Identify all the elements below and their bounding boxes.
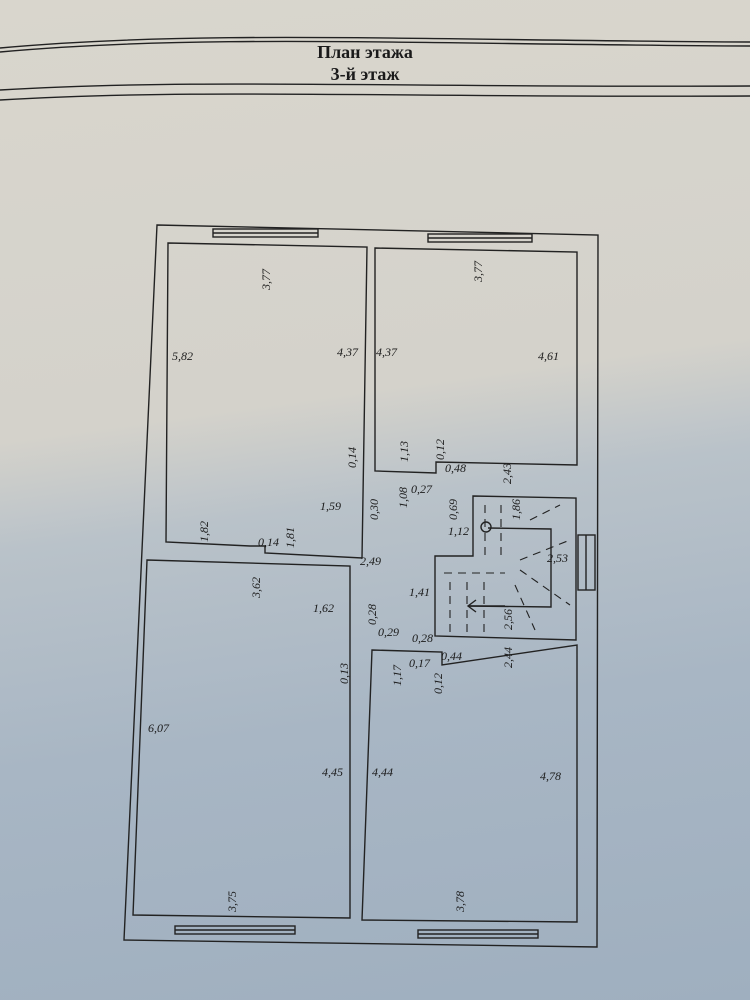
- dim-label: 3,78: [453, 891, 467, 913]
- dim-label: 4,45: [322, 765, 343, 779]
- dim-label: 1,13: [397, 441, 411, 462]
- dim-label: 4,78: [540, 769, 561, 783]
- dim-label: 2,43: [500, 463, 514, 484]
- dim-label: 4,37: [337, 345, 359, 359]
- dim-label: 4,61: [538, 349, 559, 363]
- dim-label: 0,28: [365, 604, 379, 625]
- dim-label: 3,77: [471, 260, 485, 283]
- stair-landing: [467, 527, 552, 608]
- dim-label: 0,27: [411, 482, 433, 496]
- room-bottom-left-dimensions: 3,62 6,07 4,45 3,75: [148, 577, 343, 913]
- dim-label: 5,82: [172, 349, 193, 363]
- dim-label: 2,56: [501, 609, 515, 630]
- dim-label: 3,77: [259, 268, 273, 291]
- room-bottom-right-dimensions: 4,44 4,78 3,78: [372, 765, 561, 913]
- dim-label: 2,49: [360, 554, 381, 568]
- stair-arrow-icon: [466, 599, 505, 613]
- plan-title: План этажа: [317, 42, 413, 62]
- windows: [174, 228, 596, 939]
- dim-label: 1,12: [448, 524, 469, 538]
- dim-label: 1,86: [509, 499, 523, 520]
- room-top-right: [374, 247, 578, 474]
- dim-label: 0,12: [431, 673, 445, 694]
- stair-well: [434, 495, 577, 641]
- dim-label: 0,28: [412, 631, 433, 645]
- room-top-right-dimensions: 3,77 4,37 4,61 1,13 0,12 0,48 2,43: [376, 260, 559, 484]
- dim-label: 1,59: [320, 499, 341, 513]
- dim-label: 6,07: [148, 721, 170, 735]
- dim-label: 0,14: [258, 535, 279, 549]
- dim-label: 0,48: [445, 461, 466, 475]
- dim-label: 0,69: [446, 499, 460, 520]
- dim-label: 0,14: [345, 447, 359, 468]
- room-top-left-dimensions: 3,77 5,82 4,37 1,82 0,14 1,81 0,14: [172, 268, 359, 549]
- dim-label: 0,17: [409, 656, 431, 670]
- room-bottom-left: [132, 559, 351, 919]
- dim-label: 4,37: [376, 345, 398, 359]
- hall-dimensions: 1,08 0,27 1,59 0,30 0,69 1,12 2,49 1,41 …: [313, 482, 469, 694]
- dim-label: 3,75: [225, 891, 239, 913]
- dim-label: 4,44: [372, 765, 393, 779]
- dim-label: 2,53: [547, 551, 568, 565]
- dim-label: 1,41: [409, 585, 430, 599]
- dim-label: 1,82: [197, 521, 211, 542]
- dim-label: 0,13: [337, 663, 351, 684]
- room-bottom-right: [361, 644, 578, 923]
- dim-label: 2,44: [501, 647, 515, 668]
- stair-start-icon: [480, 521, 492, 533]
- stair-treads: [444, 504, 571, 633]
- header-rules: [0, 36, 750, 101]
- dim-label: 1,62: [313, 601, 334, 615]
- dim-label: 0,30: [367, 499, 381, 520]
- dim-label: 0,29: [378, 625, 399, 639]
- dim-label: 1,81: [283, 527, 297, 548]
- dim-label: 1,17: [390, 664, 404, 686]
- stair-dimensions: 1,86 2,53 2,56 2,44: [501, 499, 568, 668]
- room-top-left: [165, 242, 368, 559]
- dim-label: 1,08: [396, 487, 410, 508]
- dim-label: 0,44: [441, 649, 462, 663]
- outer-wall: [123, 224, 599, 948]
- dim-label: 0,12: [433, 439, 447, 460]
- plan-floor-subtitle: 3-й этаж: [330, 64, 400, 84]
- dim-label: 3,62: [249, 577, 263, 599]
